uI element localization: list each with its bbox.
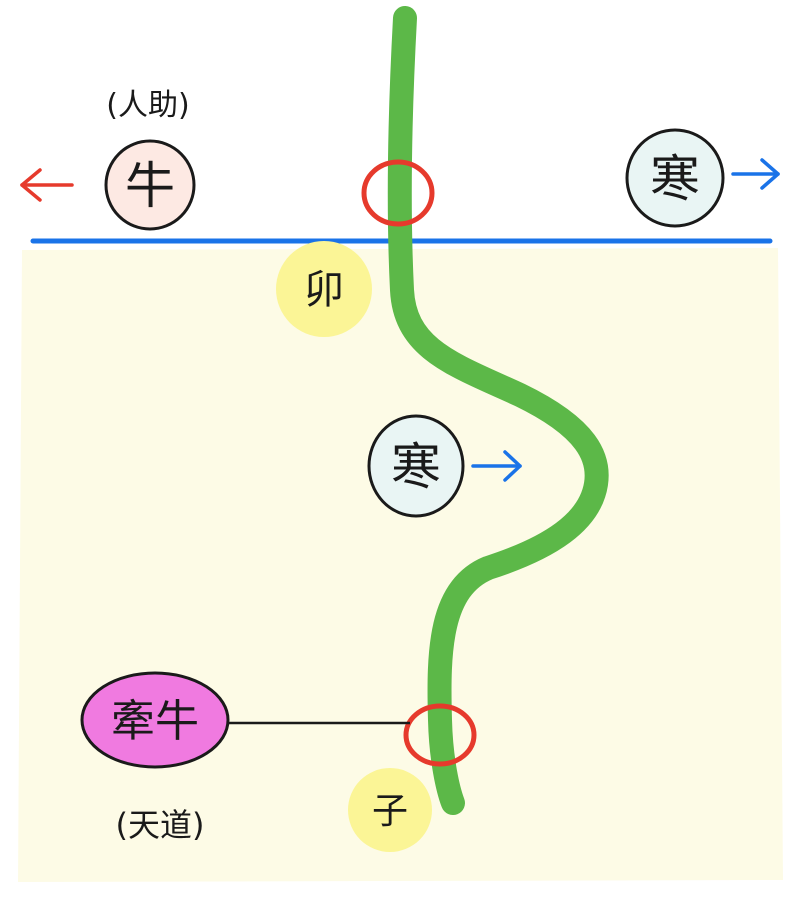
lower-dot: 子: [348, 768, 432, 852]
top-right-token-label: 寒: [650, 150, 700, 208]
upper-dot-label: 卯: [304, 267, 344, 313]
middle-token-label: 寒: [391, 438, 441, 496]
bottom-token-label: 牽牛: [111, 696, 199, 747]
bottom-token: 牽牛: [80, 671, 230, 769]
green-path: [387, 6, 609, 815]
red-arrow-left: [20, 168, 74, 202]
middle-token: 寒: [367, 414, 465, 518]
upper-red-circle: [361, 159, 435, 227]
upper-dot: 卯: [276, 241, 372, 337]
bottom-caption: (天道): [116, 806, 205, 844]
top-left-token: 牛: [104, 139, 196, 231]
lower-red-circle: [403, 703, 477, 767]
blue-arrow-middle: [471, 450, 522, 482]
top-left-caption: (人助): [106, 88, 189, 123]
blue-arrow-top-right: [731, 158, 780, 190]
lower-dot-label: 子: [372, 791, 408, 832]
top-right-token: 寒: [625, 128, 725, 228]
top-left-token-label: 牛: [125, 157, 175, 215]
